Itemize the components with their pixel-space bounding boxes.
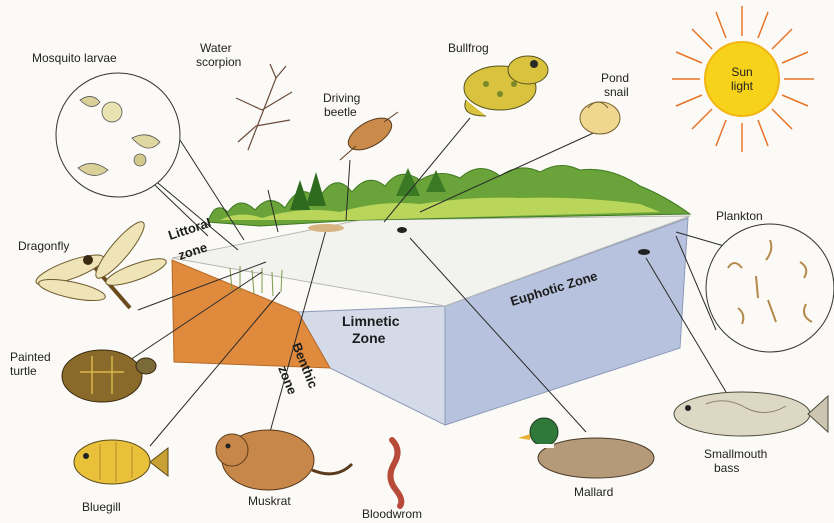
water-scorpion-icon [236, 64, 292, 150]
label-smallmouth-bass-1: Smallmouth [704, 447, 767, 461]
label-muskrat: Muskrat [248, 494, 291, 508]
bluegill-icon [74, 440, 168, 484]
label-dragonfly: Dragonfly [18, 239, 69, 253]
muskrat-icon [216, 430, 352, 490]
pond-snail-icon [580, 102, 620, 134]
label-bullfrog: Bullfrog [448, 41, 489, 55]
label-smallmouth-bass-2: bass [714, 461, 739, 475]
mallard-marker [397, 227, 407, 233]
label-driving-beetle-2: beetle [324, 105, 357, 119]
label-water-scorpion-2: scorpion [196, 55, 241, 69]
label-driving-beetle-1: Driving [323, 91, 360, 105]
label-bluegill: Bluegill [82, 500, 121, 514]
label-painted-turtle-2: turtle [10, 364, 37, 378]
bloodworm-icon [390, 440, 401, 506]
mosquito-larvae-inset [56, 73, 180, 197]
limnetic-zone-label-1: Limnetic [342, 313, 400, 329]
label-pond-snail-2: snail [604, 85, 629, 99]
littoral-zone-label-1: Littoral [166, 215, 213, 243]
dragonfly-icon [33, 217, 169, 308]
painted-turtle-icon [62, 350, 156, 402]
smallmouth-bass-icon [674, 392, 828, 436]
bass-marker [638, 249, 650, 255]
limnetic-zone-label-2: Zone [352, 330, 386, 346]
label-mallard: Mallard [574, 485, 613, 499]
label-plankton: Plankton [716, 209, 763, 223]
plankton-inset [706, 224, 834, 352]
sun-label-line1: Sun [731, 65, 752, 79]
muskrat-marker [308, 224, 344, 232]
mallard-icon [518, 418, 654, 478]
label-mosquito-larvae: Mosquito larvae [32, 51, 117, 65]
label-painted-turtle-1: Painted [10, 350, 51, 364]
label-pond-snail-1: Pond [601, 71, 629, 85]
label-water-scorpion-1: Water [200, 41, 232, 55]
sun-label-line2: light [731, 79, 754, 93]
bullfrog-icon [464, 56, 548, 116]
label-bloodworm: Bloodwrom [362, 507, 422, 521]
